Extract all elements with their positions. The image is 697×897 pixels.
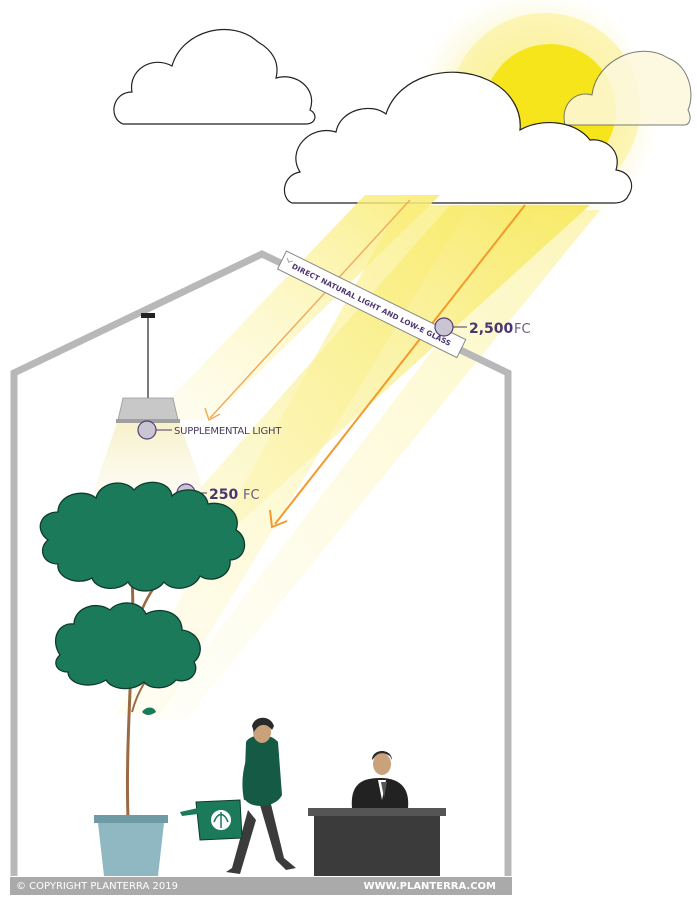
supplemental-light-label: SUPPLEMENTAL LIGHT [174,426,282,437]
copyright-text: © COPYRIGHT PLANTERRA 2019 [16,881,178,892]
direct-fc-value: 2,500 [469,321,514,337]
gardener-figure [180,718,296,874]
supplemental-fc-unit: FC [243,488,260,503]
website-link[interactable]: WWW.PLANTERRA.COM [364,881,497,892]
direct-fc-marker: 2,500 FC [435,318,531,337]
direct-fc-unit: FC [514,322,531,337]
desk-worker [308,751,446,876]
cloud-top-left [114,30,315,124]
planter-pot [94,815,168,876]
supplemental-fc-value: 250 [209,487,238,503]
footer-bar: © COPYRIGHT PLANTERRA 2019 WWW.PLANTERRA… [10,877,512,895]
